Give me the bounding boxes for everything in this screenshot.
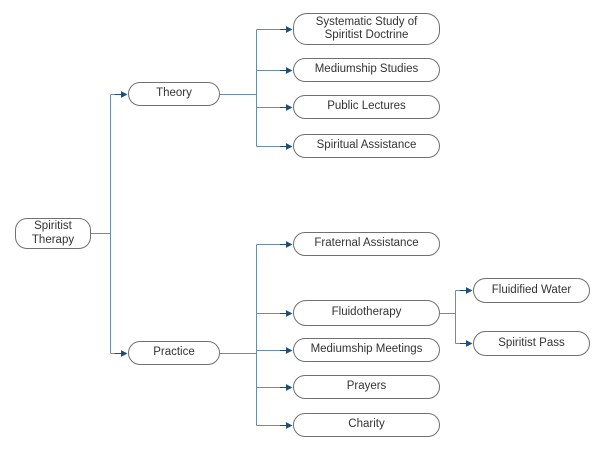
- node-charity[interactable]: Charity: [293, 413, 440, 437]
- connector-fluidotherapy-children: [440, 290, 460, 344]
- node-fluidified-water[interactable]: Fluidified Water: [473, 278, 590, 303]
- node-practice[interactable]: Practice: [128, 341, 220, 365]
- node-systematic-study[interactable]: Systematic Study of Spiritist Doctrine: [293, 13, 440, 45]
- node-fraternal-assistance[interactable]: Fraternal Assistance: [293, 232, 440, 256]
- node-theory[interactable]: Theory: [128, 82, 220, 106]
- connector-theory-children: [220, 29, 280, 147]
- node-fluidotherapy[interactable]: Fluidotherapy: [293, 300, 440, 326]
- node-mediumship-studies[interactable]: Mediumship Studies: [293, 58, 440, 82]
- node-public-lectures[interactable]: Public Lectures: [293, 95, 440, 119]
- connector-root-trunk: [91, 94, 121, 354]
- node-spiritual-assistance[interactable]: Spiritual Assistance: [293, 134, 440, 158]
- node-prayers[interactable]: Prayers: [293, 375, 440, 399]
- node-spiritist-therapy[interactable]: Spiritist Therapy: [15, 218, 91, 249]
- node-mediumship-meetings[interactable]: Mediumship Meetings: [293, 338, 440, 362]
- node-spiritist-pass[interactable]: Spiritist Pass: [473, 331, 590, 356]
- connector-practice-children: [220, 244, 280, 426]
- arrow-lead-lines: [115, 29, 466, 426]
